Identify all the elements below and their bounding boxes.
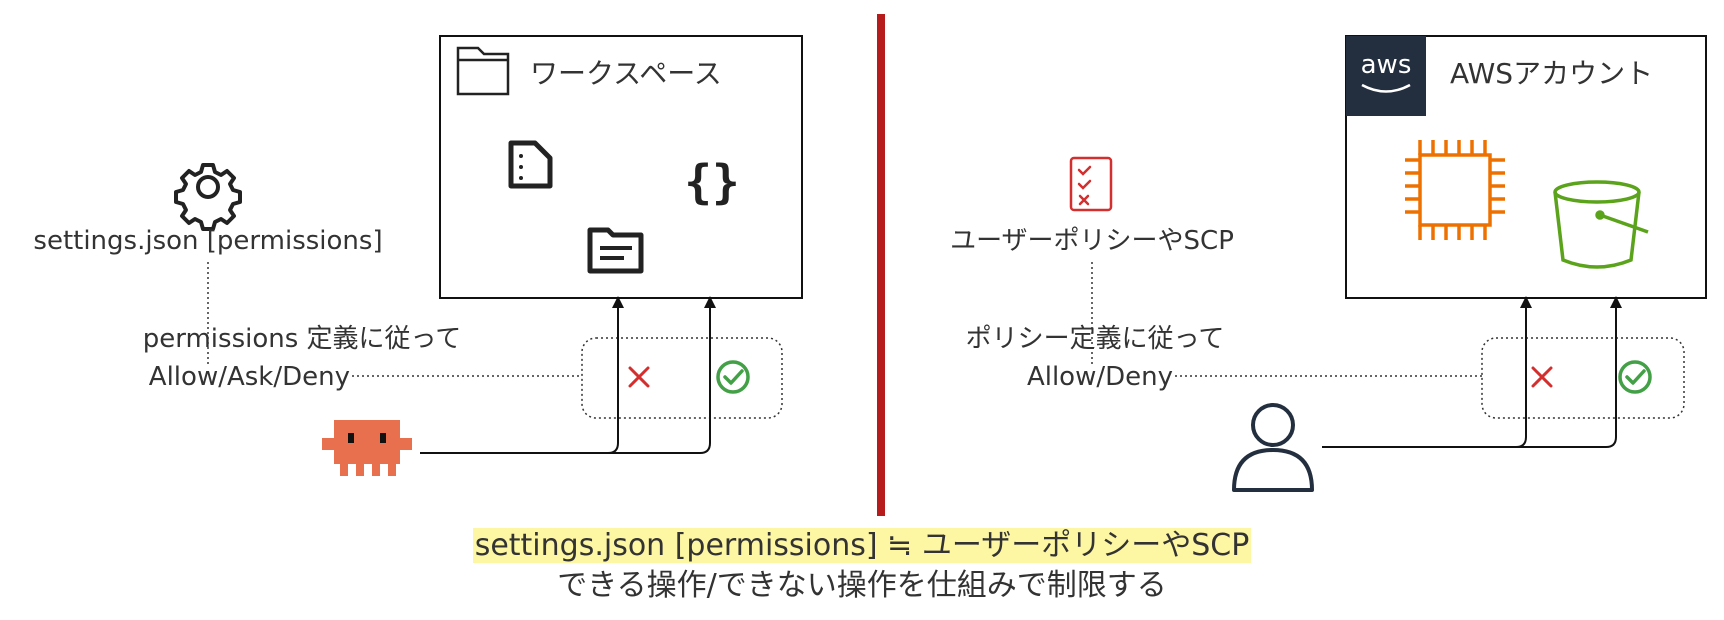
aws-account-title: AWSアカウント — [1450, 57, 1653, 90]
deny-icon — [1531, 366, 1553, 388]
rule-line2-left: Allow/Ask/Deny — [149, 362, 350, 392]
rule-line1-left: permissions 定義に従って — [143, 324, 462, 354]
rule-line1-right: ポリシー定義に従って — [966, 324, 1225, 354]
aws-logo-text: aws — [1361, 50, 1412, 80]
workspace-title: ワークスペース — [530, 57, 722, 90]
ec2-chip-icon — [1405, 140, 1505, 240]
deny-icon — [628, 366, 650, 388]
policy-label: ユーザーポリシーやSCP — [950, 226, 1234, 256]
rule-line2-right: Allow/Deny — [1027, 362, 1173, 392]
user-arrow-deny — [1322, 296, 1532, 448]
json-braces-icon: {} — [684, 155, 739, 209]
document-folder-icon — [587, 227, 644, 274]
config-label: settings.json [permissions] — [33, 226, 382, 256]
s3-bucket-icon — [1553, 180, 1649, 269]
allow-check-icon — [716, 360, 750, 394]
caption-line1: settings.json [permissions] ≒ ユーザーポリシーやS… — [472, 528, 1252, 563]
allow-check-icon — [1618, 360, 1652, 394]
user-icon — [1232, 403, 1314, 492]
permission-gate-left — [581, 337, 783, 419]
workspace-box — [439, 35, 803, 299]
aws-smile-icon — [1361, 83, 1411, 93]
policy-checklist-icon — [1069, 156, 1113, 212]
center-divider — [877, 14, 885, 516]
caption-line2: できる操作/できない操作を仕組みで制限する — [557, 568, 1167, 603]
agent-icon — [322, 420, 412, 476]
permission-gate-right — [1481, 337, 1685, 419]
gear-icon — [174, 163, 242, 231]
file-icon — [508, 140, 553, 189]
user-arrow-allow — [1510, 296, 1622, 448]
aws-logo-badge — [1346, 36, 1426, 116]
caption-line1-wrap: settings.json [permissions] ≒ ユーザーポリシーやS… — [0, 520, 1724, 564]
folder-icon — [456, 46, 510, 96]
agent-arrow-allow — [600, 296, 716, 454]
